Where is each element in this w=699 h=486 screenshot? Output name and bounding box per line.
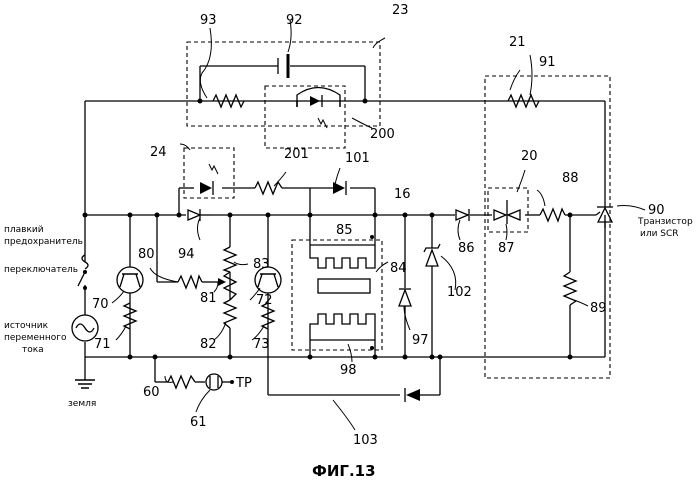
resistor-83 [224, 247, 236, 272]
figure-caption: ФИГ.13 [312, 462, 376, 480]
diode-97 [399, 289, 411, 306]
ref-86: 86 [458, 241, 475, 256]
transistor-70 [117, 267, 143, 293]
ref-60: 60 [143, 385, 160, 400]
diode-86 [456, 209, 469, 221]
ref-83: 83 [253, 257, 270, 272]
battery-92 [278, 54, 288, 78]
ref-93: 93 [200, 13, 217, 28]
ref-20: 20 [521, 149, 538, 164]
relay-85 [310, 245, 375, 268]
ref-103: 103 [353, 433, 378, 448]
ref-98: 98 [340, 363, 357, 378]
reference-numbers: 93 92 23 200 24 201 101 94 80 83 81 82 7… [92, 3, 665, 448]
leader-lines [112, 20, 645, 430]
diode-87 [494, 200, 520, 224]
fuse-label-line2: предохранитель [4, 237, 83, 247]
ref-61: 61 [190, 415, 207, 430]
ref-94: 94 [178, 247, 195, 262]
fuse-label-line1: плавкий [4, 225, 44, 235]
ground-symbol [75, 380, 95, 388]
diode-103 [405, 388, 420, 402]
ref-85: 85 [336, 223, 353, 238]
ref-23: 23 [392, 3, 409, 18]
ref-73: 73 [253, 337, 270, 352]
ref-92: 92 [286, 13, 303, 28]
ref-91: 91 [539, 55, 556, 70]
coil-84 [318, 279, 370, 293]
ref-81: 81 [200, 291, 217, 306]
led-200 [297, 88, 340, 129]
ref-16: 16 [394, 187, 411, 202]
relay-98 [310, 314, 375, 340]
ref-90: 90 [648, 203, 665, 218]
ref-70: 70 [92, 297, 109, 312]
ref-89: 89 [590, 301, 607, 316]
test-point-61 [206, 374, 234, 390]
ref-87: 87 [498, 241, 515, 256]
transistor-label-line2: или SCR [640, 229, 679, 239]
ground-label: земля [68, 399, 96, 409]
tp-label: TP [235, 376, 252, 391]
resistor-201 [255, 182, 282, 194]
ref-200: 200 [370, 127, 395, 142]
ref-21: 21 [509, 35, 526, 50]
ref-82: 82 [200, 337, 217, 352]
resistor-88 [540, 209, 565, 221]
switch-label: переключатель [4, 265, 78, 275]
diode-94 [188, 209, 212, 221]
ref-101: 101 [345, 151, 370, 166]
ac-source-label-line2: переменного [4, 333, 67, 343]
ref-71: 71 [94, 337, 111, 352]
ref-102: 102 [447, 285, 472, 300]
ref-201: 201 [284, 147, 309, 162]
ref-80: 80 [138, 247, 155, 262]
transistor-label-line1: Транзистор [637, 217, 693, 227]
junction-dots [83, 99, 573, 360]
ref-84: 84 [390, 261, 407, 276]
ac-source-label-line3: тока [22, 345, 44, 355]
ref-88: 88 [562, 171, 579, 186]
switch [78, 270, 87, 290]
ref-24: 24 [150, 145, 167, 160]
ref-72: 72 [256, 293, 273, 308]
resistor-80 [178, 276, 202, 288]
led-24 [200, 164, 218, 195]
ac-source-label-line1: источник [4, 321, 49, 331]
ref-97: 97 [412, 333, 429, 348]
potentiometer-81 [218, 278, 226, 286]
dashed-boxes [184, 42, 610, 378]
